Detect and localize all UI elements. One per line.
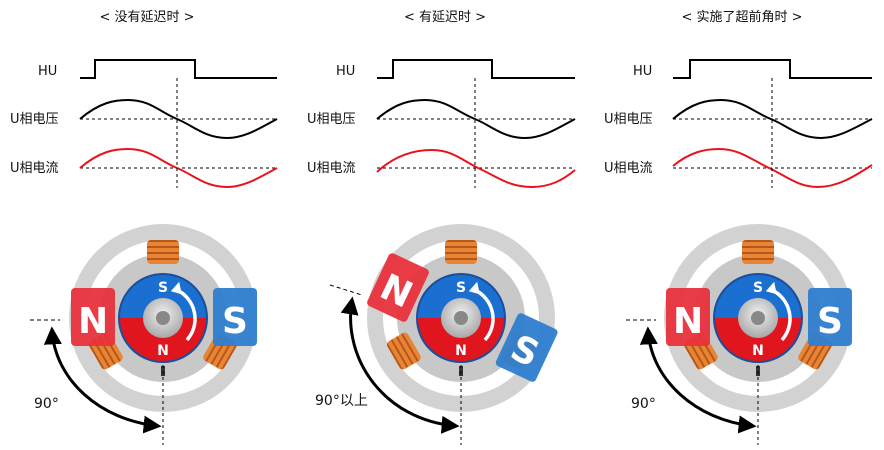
magnet-s-label: S xyxy=(817,301,843,342)
rotation-arrow xyxy=(474,288,495,342)
rotor-n-label: N xyxy=(752,343,764,359)
angle-arc xyxy=(43,326,162,434)
current-label: U相电流 xyxy=(10,161,59,176)
motor: S N N S xyxy=(69,224,257,412)
angle-label: 90°以上 xyxy=(315,393,368,409)
magnet-n-label: N xyxy=(78,301,108,342)
magnet-s-label: S xyxy=(222,301,248,342)
rotor-s-label: S xyxy=(158,280,168,296)
motor: S N N S xyxy=(367,224,558,412)
current-wave xyxy=(376,148,576,189)
panel-title: < 没有延迟时 > xyxy=(99,10,194,25)
rotation-arrow xyxy=(771,288,792,342)
current-label: U相电流 xyxy=(307,161,356,176)
coil-top xyxy=(147,240,179,264)
coil-top xyxy=(742,240,774,264)
hu-signal xyxy=(673,59,872,79)
panel-with-delay: < 有延迟时 > HU U相电压 U相电流 S N xyxy=(307,10,576,445)
rotor-s-label: S xyxy=(456,280,466,296)
magnet-n: N xyxy=(666,288,710,346)
angle-arc xyxy=(639,326,757,434)
panel-no-delay: < 没有延迟时 > HU U相电压 U相电流 S N xyxy=(10,10,278,445)
current-wave xyxy=(672,147,873,189)
panel-title: < 有延迟时 > xyxy=(404,10,486,25)
angle-label: 90° xyxy=(631,396,656,412)
magnet-n: N xyxy=(71,288,115,346)
rotor-s-half xyxy=(714,274,802,318)
current-label: U相电流 xyxy=(604,161,653,176)
voltage-label: U相电压 xyxy=(10,112,59,127)
rotor-s-half xyxy=(119,274,207,318)
magnet-s: S xyxy=(213,288,257,346)
panel-title: < 实施了超前角时 > xyxy=(681,9,802,25)
voltage-wave xyxy=(79,98,278,140)
hu-label: HU xyxy=(38,64,57,79)
angle-label: 90° xyxy=(34,396,59,412)
voltage-label: U相电压 xyxy=(604,112,653,127)
magnet-s: S xyxy=(808,288,852,346)
hu-signal xyxy=(377,59,575,79)
rotor-s-label: S xyxy=(753,280,763,296)
hu-label: HU xyxy=(336,64,355,79)
rotation-arrow xyxy=(176,288,197,342)
voltage-wave xyxy=(376,98,576,140)
rotor-n-label: N xyxy=(157,343,169,359)
coil-top xyxy=(445,240,477,264)
voltage-wave xyxy=(672,98,873,140)
motor: S N N S xyxy=(664,224,852,412)
rotor-n-label: N xyxy=(455,343,467,359)
current-wave xyxy=(79,147,278,189)
hu-signal xyxy=(80,59,277,79)
magnet-s: S xyxy=(495,313,558,382)
hu-label: HU xyxy=(633,64,652,79)
angle-ref-line xyxy=(329,284,363,296)
voltage-label: U相电压 xyxy=(307,112,356,127)
angle-arc xyxy=(340,296,460,434)
panel-lead-angle: < 实施了超前角时 > HU U相电压 U相电流 S N xyxy=(604,9,873,445)
magnet-n-label: N xyxy=(673,301,703,342)
